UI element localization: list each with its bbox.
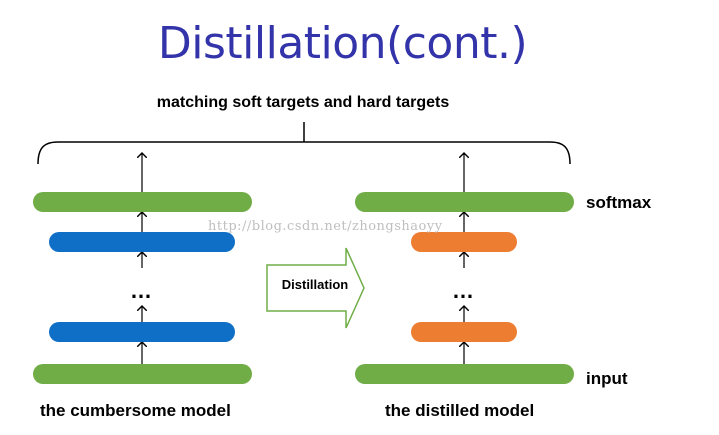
softmax-label: softmax — [586, 193, 652, 212]
student-input-layer — [355, 364, 574, 384]
distillation-arrow-shape — [266, 247, 365, 329]
student-hidden-layer-bottom — [411, 322, 517, 342]
input-label: input — [586, 369, 628, 388]
watermark: http://blog.csdn.net/zhongshaoyy — [208, 219, 443, 234]
distillation-arrow-label: Distillation — [281, 277, 349, 292]
student-caption: the distilled model — [385, 401, 535, 420]
teacher-ellipsis: … — [130, 278, 153, 303]
teacher-caption: the cumbersome model — [40, 401, 231, 420]
student-softmax-layer — [355, 192, 574, 212]
student-ellipsis: … — [452, 278, 475, 303]
objective-label: matching soft targets and hard targets — [156, 94, 450, 111]
student-hidden-layer-top — [411, 232, 517, 252]
teacher-input-layer — [33, 364, 252, 384]
teacher-hidden-layer-top — [49, 232, 235, 252]
teacher-softmax-layer — [33, 192, 252, 212]
slide-title: Distillation(cont.) — [157, 18, 528, 69]
teacher-hidden-layer-bottom — [49, 322, 235, 342]
bracket — [37, 141, 571, 165]
